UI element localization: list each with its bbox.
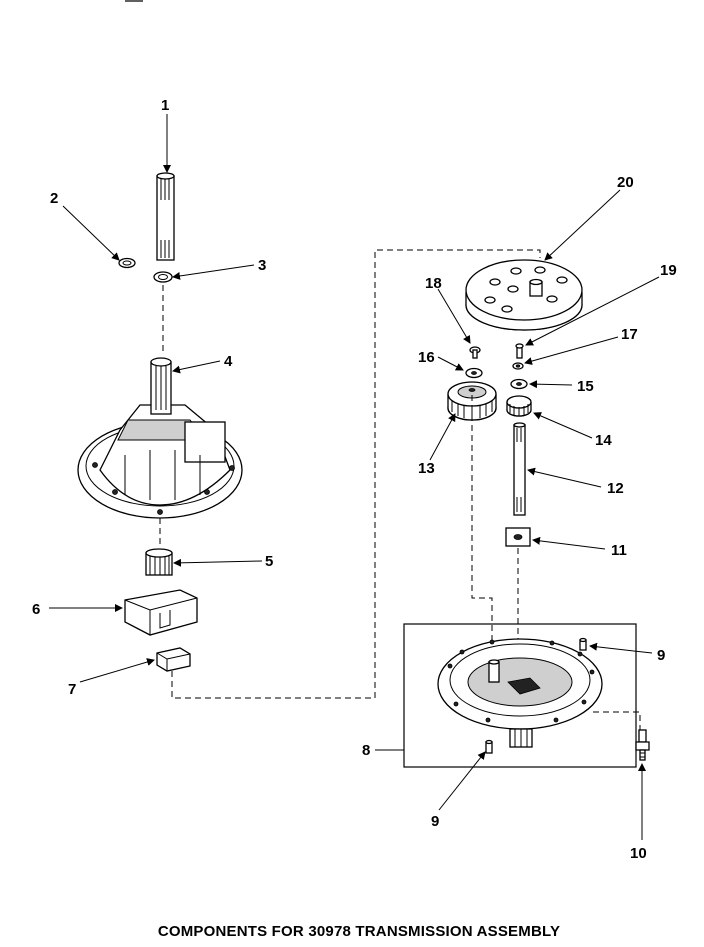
part-4-transmission-housing bbox=[77, 357, 243, 519]
callout-16: 16 bbox=[418, 349, 435, 366]
callout-18: 18 bbox=[425, 275, 442, 292]
callout-19: 19 bbox=[660, 262, 677, 279]
part-6-shift-block bbox=[124, 589, 198, 636]
callout-17: 17 bbox=[621, 326, 638, 343]
callout-20: 20 bbox=[617, 174, 634, 191]
callout-9-upper: 9 bbox=[657, 647, 665, 664]
leader-lines bbox=[49, 114, 660, 840]
part-12-drive-shaft bbox=[513, 422, 526, 516]
part-2-retaining-ring bbox=[118, 257, 136, 269]
part-9-dowel-pin-upper bbox=[579, 637, 587, 651]
callout-8: 8 bbox=[362, 742, 370, 759]
callout-1: 1 bbox=[161, 97, 169, 114]
part-20-gear-carrier bbox=[465, 259, 583, 331]
callout-13: 13 bbox=[418, 460, 435, 477]
callout-10: 10 bbox=[630, 845, 647, 862]
callout-14: 14 bbox=[595, 432, 612, 449]
part-17-washer bbox=[512, 362, 524, 370]
part-11-square-bushing bbox=[505, 527, 531, 547]
callout-5: 5 bbox=[265, 553, 273, 570]
callout-9-lower: 9 bbox=[431, 813, 439, 830]
part-18-screw bbox=[469, 346, 481, 359]
callout-6: 6 bbox=[32, 601, 40, 618]
part-14-pinion-gear bbox=[506, 395, 532, 417]
part-8-assembly-box bbox=[403, 623, 637, 768]
callout-2: 2 bbox=[50, 190, 58, 207]
callout-4: 4 bbox=[224, 353, 233, 370]
part-15-washer bbox=[510, 378, 528, 390]
part-1-agitator-shaft bbox=[156, 172, 175, 261]
diagram-caption: COMPONENTS FOR 30978 TRANSMISSION ASSEMB… bbox=[158, 923, 560, 940]
callout-numbers: 1 2 3 4 5 6 7 8 9 9 10 11 12 13 14 15 16… bbox=[32, 97, 677, 862]
part-3-washer bbox=[153, 271, 173, 283]
part-9-dowel-pin-lower bbox=[485, 739, 493, 754]
part-16-washer bbox=[465, 367, 483, 379]
callout-3: 3 bbox=[258, 257, 266, 274]
part-8-base-casting bbox=[437, 638, 603, 748]
center-line-4 bbox=[471, 395, 493, 640]
callout-11: 11 bbox=[611, 542, 627, 559]
part-19-pin bbox=[515, 343, 524, 359]
part-10-bolt bbox=[635, 729, 650, 761]
part-7-small-block bbox=[156, 647, 191, 672]
connection-line-left bbox=[171, 249, 541, 699]
part-5-pinion-gear bbox=[145, 548, 173, 576]
callout-15: 15 bbox=[577, 378, 594, 395]
callout-7: 7 bbox=[68, 681, 76, 698]
connection-line-bolt bbox=[593, 711, 641, 730]
callout-12: 12 bbox=[607, 480, 624, 497]
